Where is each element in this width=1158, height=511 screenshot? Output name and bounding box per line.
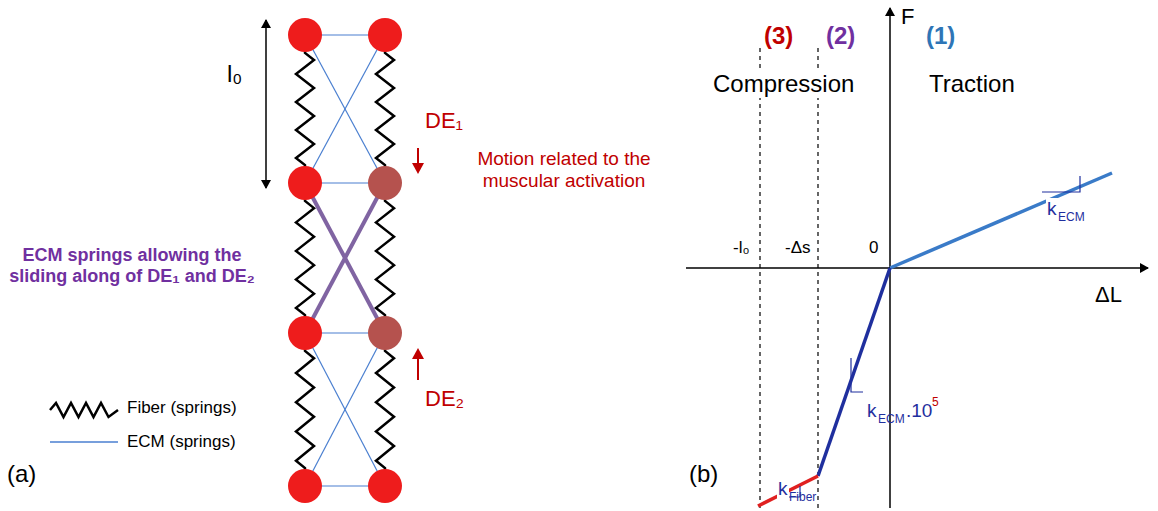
slope-triangle <box>1042 176 1080 192</box>
diagram-label: DE₂ <box>424 386 465 411</box>
diagram-label: DE₁ <box>424 108 464 133</box>
fiber-curve <box>758 476 818 506</box>
diagram-label: ΔL <box>1094 282 1123 307</box>
diagram-label: .10 <box>905 400 933 422</box>
diagram-label: (3) <box>763 22 794 50</box>
legend-text: Fiber (springs) <box>126 398 238 418</box>
diagram-label: 5 <box>931 396 940 410</box>
diagram-label: (1) <box>925 22 956 50</box>
fiber-springs <box>296 35 394 486</box>
slope-triangle <box>851 358 863 392</box>
diagram-label: (b) <box>688 460 719 488</box>
diagram-label: F <box>900 4 915 29</box>
diagram-label: ECM <box>877 413 906 427</box>
compression-curve <box>818 268 890 476</box>
diagram-label: Traction <box>928 70 1016 98</box>
diagram-label: k <box>777 478 789 500</box>
diagram-label: k <box>866 400 878 422</box>
diagram-label: (2) <box>825 22 856 50</box>
ecm-springs <box>305 35 385 486</box>
motion-arrow <box>417 350 419 380</box>
diagram-label: 0 <box>868 238 879 258</box>
legend-ecm-sample <box>50 441 118 443</box>
nodes-mass <box>288 18 402 503</box>
y-axis <box>889 8 891 508</box>
diagram-label: Motion related to the muscular activatio… <box>458 148 670 192</box>
diagram-label: ECM <box>1057 211 1086 225</box>
diagram-label: Fiber <box>788 491 817 505</box>
length-arrow <box>265 20 267 188</box>
diagram-label: ECM springs allowing the sliding along o… <box>6 245 258 286</box>
motion-arrow <box>417 148 419 172</box>
traction-curve <box>890 173 1112 268</box>
legend-text: ECM (springs) <box>126 432 237 452</box>
dashed-boundary <box>817 48 818 508</box>
diagram-label: Compression <box>712 70 855 98</box>
legend-fiber-sample <box>50 403 118 417</box>
diagram-label: k <box>1046 198 1058 220</box>
sliding-ecm-springs <box>305 183 385 333</box>
diagram-label: -l₀ <box>732 238 751 258</box>
diagram-label: l₀ <box>226 60 243 88</box>
diagram-label: -Δs <box>784 238 812 258</box>
dashed-boundary <box>759 48 760 508</box>
x-axis <box>686 267 1148 269</box>
diagram-label: (a) <box>6 460 37 488</box>
